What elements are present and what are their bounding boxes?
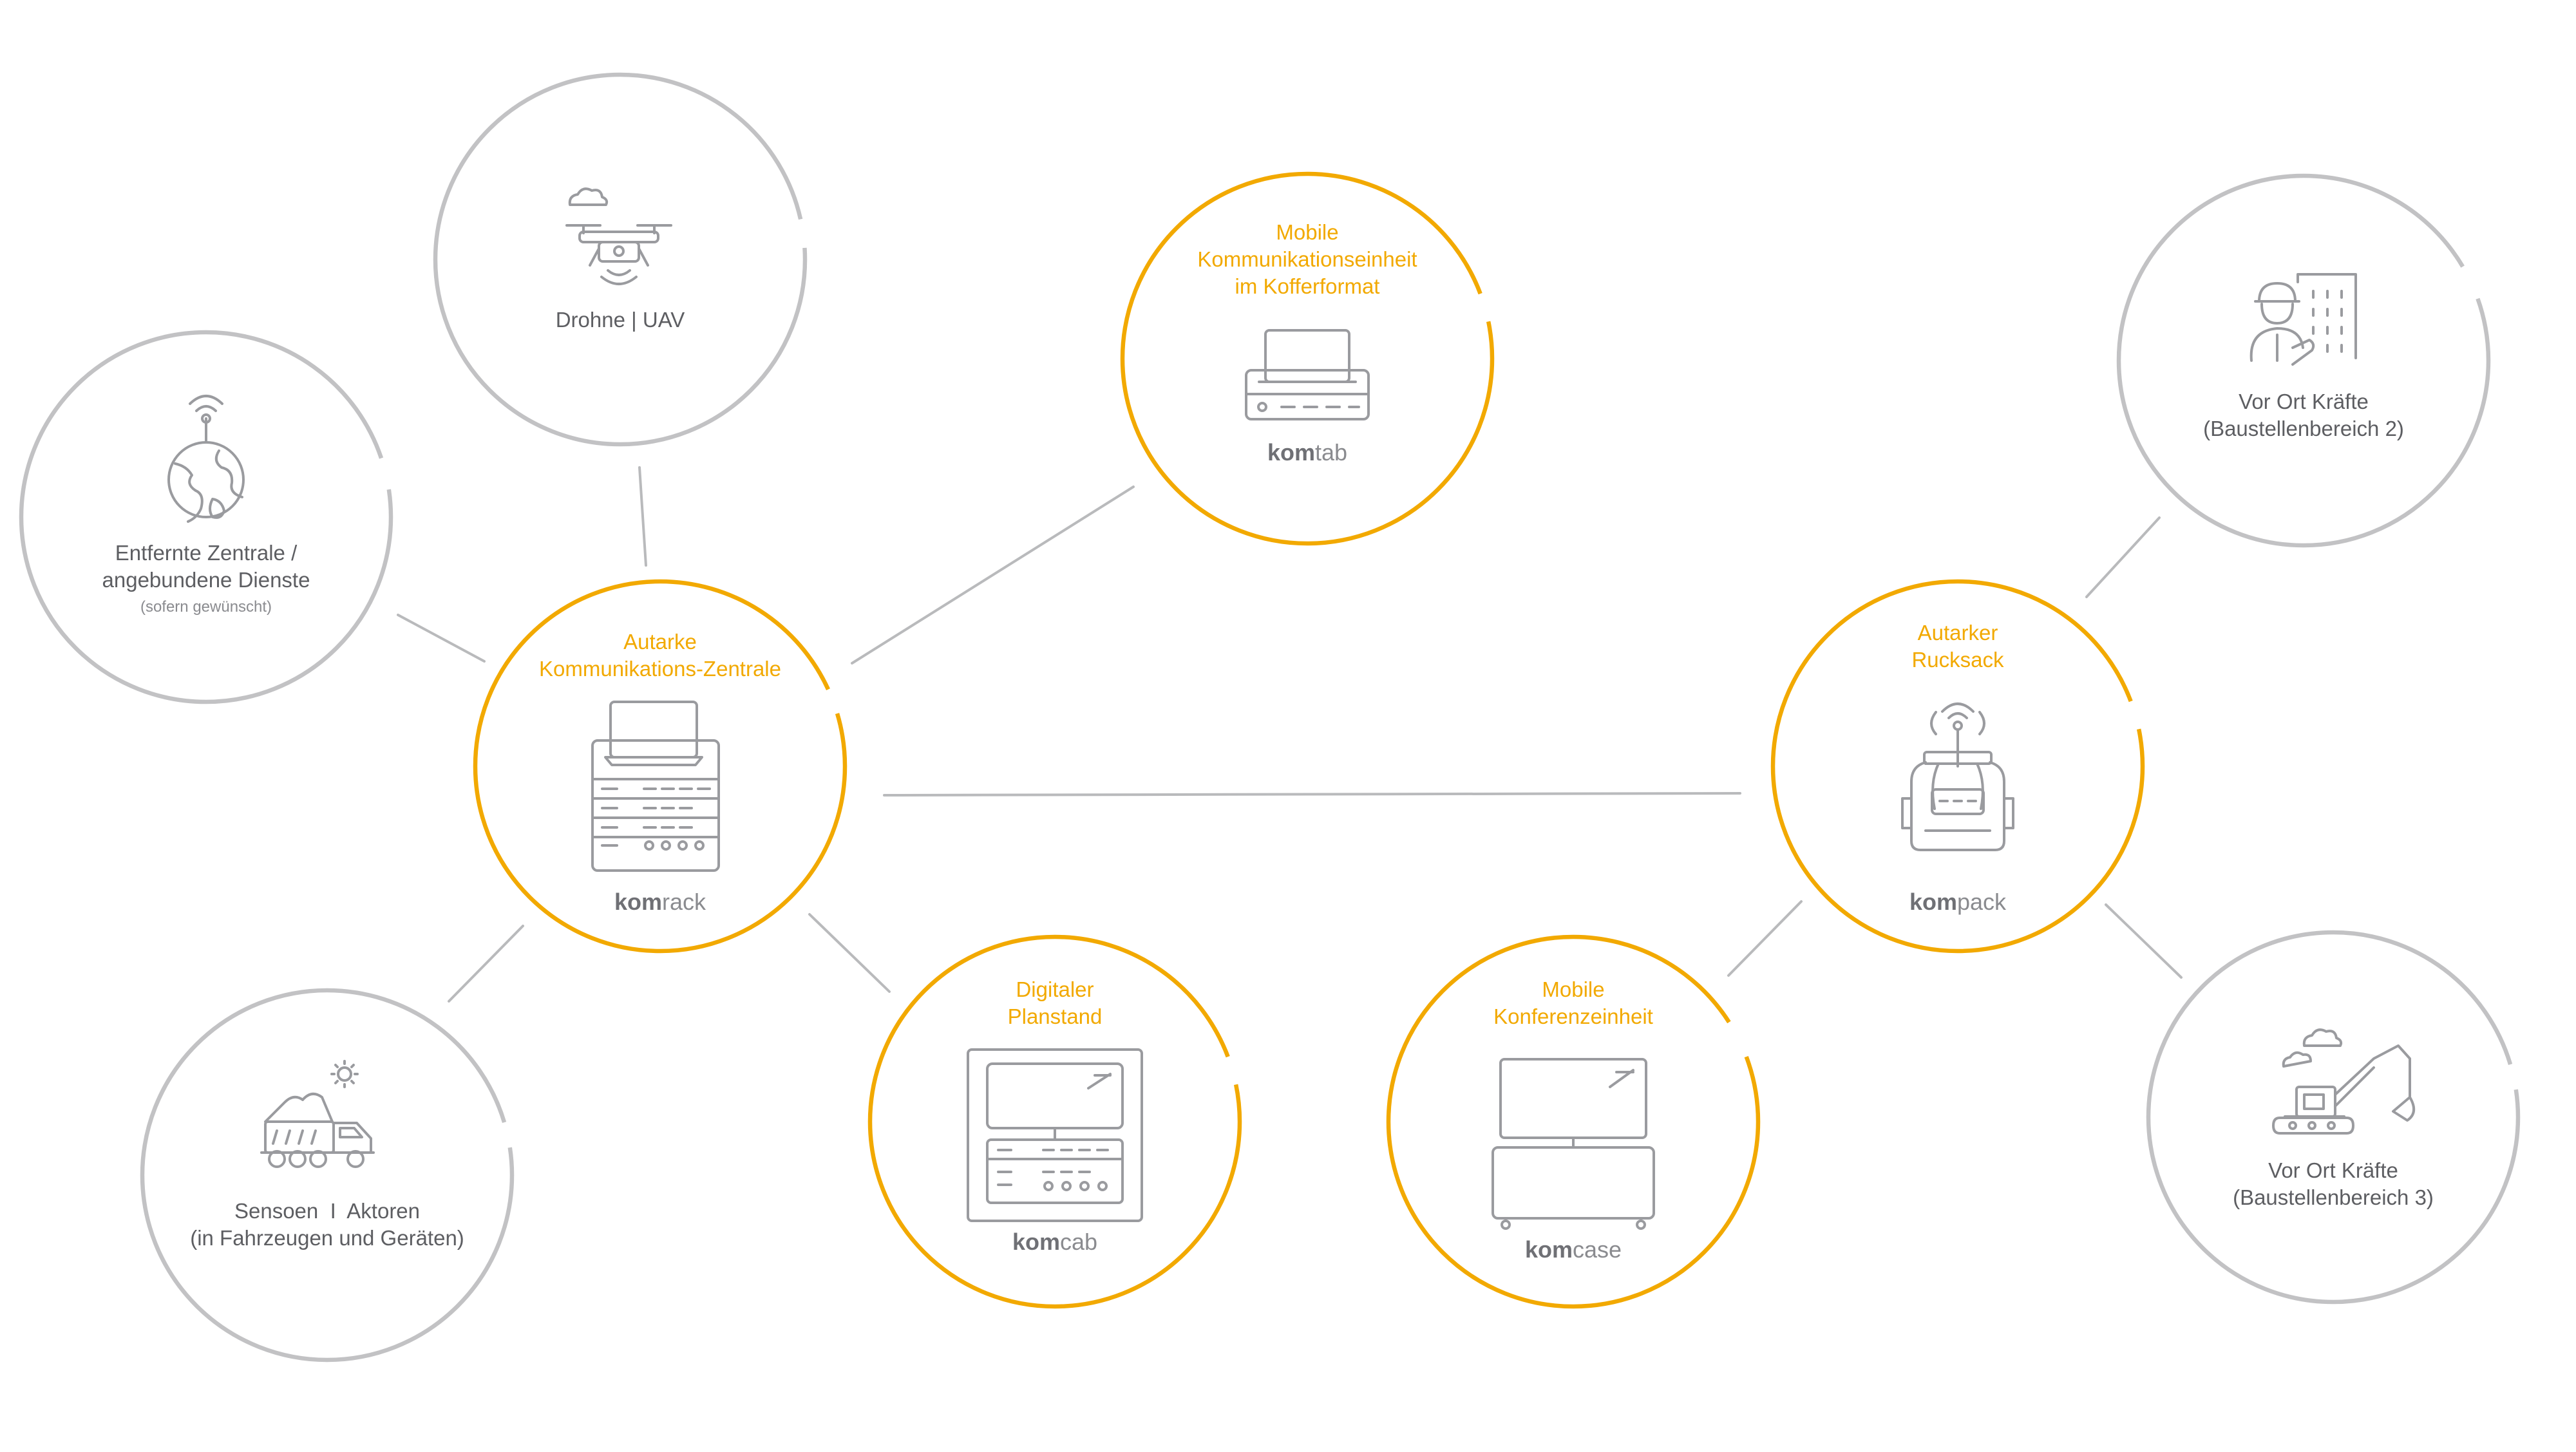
ring-komcab: [867, 934, 1242, 1309]
connector-komcase-kompack: [1727, 900, 1803, 977]
ring-komtab: [1120, 171, 1495, 546]
komcab-title-line-1: Digitaler: [1016, 977, 1094, 1001]
komtab-brand: komtab: [1211, 439, 1404, 466]
komcase-title-line-2: Konferenzeinheit: [1493, 1004, 1653, 1029]
komcab-brand-rest: cab: [1059, 1229, 1098, 1255]
sensors-label-line-1: Sensoen I Aktoren: [234, 1199, 421, 1223]
ring-site2: [2116, 173, 2491, 548]
komcase-brand-rest: case: [1572, 1236, 1622, 1263]
komcab-title: Digitaler Planstand: [958, 976, 1151, 1030]
komcab-title-line-2: Planstand: [1007, 1004, 1103, 1029]
komtab-title: Mobile Kommunikationseinheit im Kofferfo…: [1166, 219, 1449, 301]
komtab-title-line-1: Mobile: [1276, 220, 1339, 244]
komcab-brand-bold: kom: [1012, 1229, 1060, 1255]
rings: [19, 72, 2521, 1362]
komtab-brand-rest: tab: [1314, 439, 1348, 466]
ring-kompack: [1770, 579, 2145, 954]
remote-center-label-line-2: angebundene Dienste: [102, 568, 310, 592]
laptop-case-icon: [1245, 329, 1370, 420]
connector-drone-komrack: [638, 466, 647, 567]
komrack-title-line-2: Kommunikations-Zentrale: [539, 657, 781, 681]
ring-site3: [2146, 930, 2521, 1305]
site3-label: Vor Ort Kräfte (Baustellenbereich 3): [2204, 1157, 2462, 1211]
kompack-title-line-2: Rucksack: [1911, 648, 2004, 672]
remote-center-note: (sofern gewünscht): [140, 598, 272, 616]
construction-worker-icon: [2249, 273, 2357, 366]
sensors-label: Sensoen I Aktoren (in Fahrzeugen und Ger…: [166, 1198, 488, 1252]
komcase-brand-bold: kom: [1524, 1236, 1573, 1263]
drone-label: Drohne | UAV: [524, 306, 717, 334]
connector-komrack-komcab: [808, 913, 891, 993]
rack-icon: [591, 701, 720, 872]
komcab-brand: komcab: [958, 1229, 1151, 1256]
komrack-title-line-1: Autarke: [623, 630, 697, 654]
globe-antenna-icon: [167, 395, 245, 523]
drone-label-line-1: Drohne | UAV: [555, 308, 685, 332]
komcase-brand: komcase: [1477, 1236, 1670, 1263]
kompack-brand: kompack: [1861, 889, 2054, 916]
backpack-antenna-icon: [1901, 702, 2014, 851]
sensors-label-line-2: (in Fahrzeugen und Geräten): [190, 1226, 464, 1250]
komrack-brand: komrack: [564, 889, 757, 916]
komtab-title-line-2: Kommunikationseinheit: [1197, 247, 1417, 272]
ring-komrack: [473, 579, 848, 954]
connector-sensors-komrack: [448, 925, 524, 1003]
komtab-brand-bold: kom: [1267, 439, 1315, 466]
cabinet-screen-icon: [967, 1048, 1143, 1222]
connector-kompack-site2: [2085, 516, 2161, 598]
komrack-brand-rest: rack: [662, 889, 706, 915]
excavator-icon: [2272, 1028, 2415, 1135]
kompack-title: Autarker Rucksack: [1861, 619, 2054, 674]
connector-komrack-kompack: [883, 792, 1741, 797]
komcase-title-line-1: Mobile: [1542, 977, 1605, 1001]
connector-remote-komrack: [397, 614, 486, 663]
komrack-brand-bold: kom: [614, 889, 662, 915]
komtab-title-line-3: im Kofferformat: [1235, 274, 1380, 299]
kompack-brand-bold: kom: [1909, 889, 1957, 915]
remote-center-label-line-1: Entfernte Zentrale /: [115, 541, 298, 565]
site2-label: Vor Ort Kräfte (Baustellenbereich 2): [2175, 388, 2432, 442]
komcase-title: Mobile Konferenzeinheit: [1444, 976, 1702, 1030]
connectors: [397, 466, 2183, 1003]
drone-icon: [565, 187, 672, 285]
ring-drone: [433, 72, 808, 447]
site2-label-line-1: Vor Ort Kräfte: [2239, 390, 2369, 413]
connector-kompack-site3: [2105, 903, 2183, 979]
kompack-title-line-1: Autarker: [1917, 621, 1998, 645]
ring-komcase: [1386, 934, 1761, 1309]
connector-komrack-komtab: [851, 486, 1135, 665]
kompack-brand-rest: pack: [1956, 889, 2007, 915]
dump-truck-icon: [260, 1060, 375, 1168]
site3-label-line-2: (Baustellenbereich 3): [2233, 1185, 2434, 1210]
site2-label-line-2: (Baustellenbereich 2): [2203, 417, 2404, 441]
conference-screen-icon: [1492, 1058, 1655, 1230]
komrack-title: Autarke Kommunikations-Zentrale: [506, 628, 815, 683]
remote-center-label: Entfernte Zentrale / angebundene Dienste: [77, 540, 335, 594]
ring-remote-center: [19, 330, 393, 704]
ring-sensors: [140, 988, 515, 1362]
site3-label-line-1: Vor Ort Kräfte: [2268, 1158, 2398, 1182]
